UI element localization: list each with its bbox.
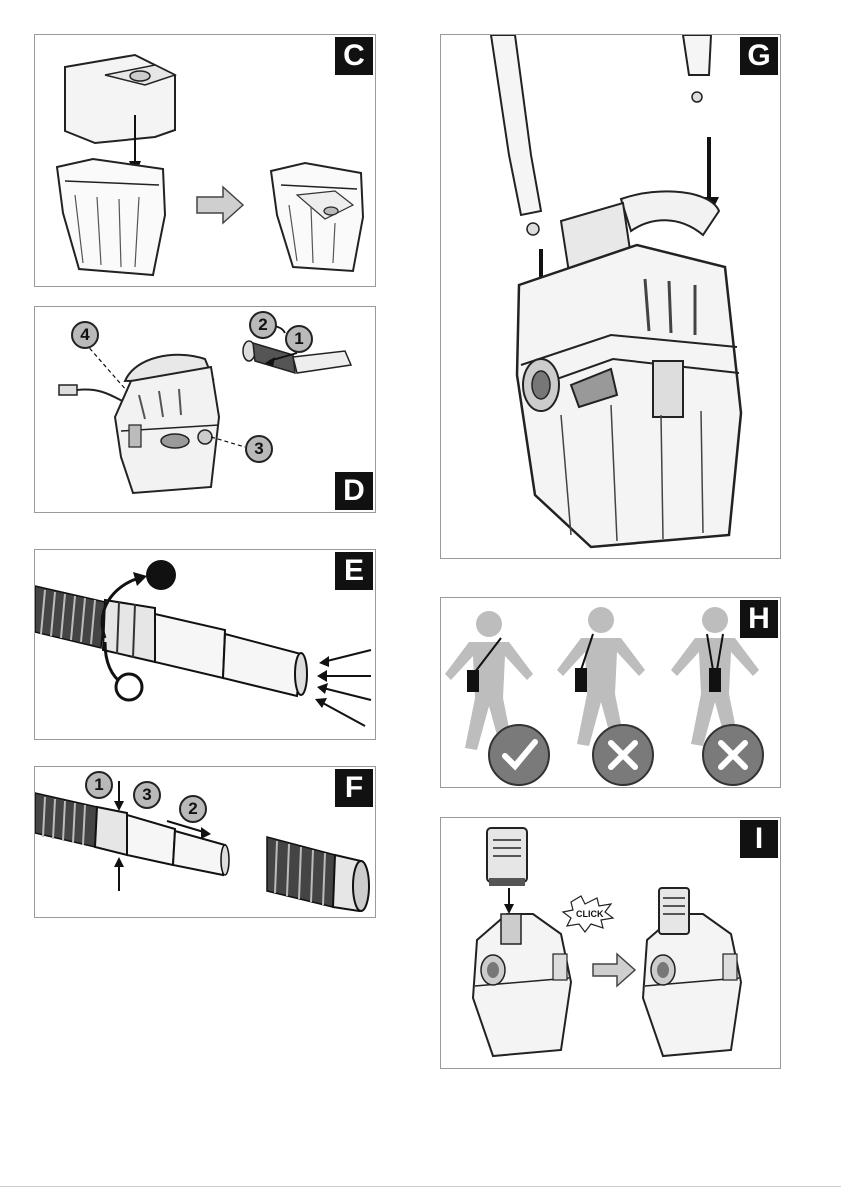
cross-icon [593,725,653,785]
panel-f: 1 3 2 F [34,766,376,918]
panel-h: H [440,597,781,788]
callout-3: 3 [133,781,161,809]
cross-icon [703,725,763,785]
check-icon [489,725,549,785]
battery-insert-illustration: CLICK [441,818,781,1069]
panel-f-label: F [335,769,373,807]
shoulder-strap-illustration [441,35,781,559]
panel-e-label: E [335,552,373,590]
panel-d: 4 2 1 3 D [34,306,376,513]
callout-2: 2 [249,311,277,339]
panel-c-label: C [335,37,373,75]
callout-3: 3 [245,435,273,463]
callout-1: 1 [285,325,313,353]
panel-d-label: D [335,472,373,510]
panel-c: C [34,34,376,287]
panel-h-label: H [740,600,778,638]
panel-g: G [440,34,781,559]
page-bottom-edge [0,1186,841,1187]
panel-i-label: I [740,820,778,858]
hose-suction-illustration [35,550,376,740]
callout-2: 2 [179,795,207,823]
strap-wearing-illustration [441,598,781,788]
callout-1: 1 [85,771,113,799]
panel-e: E [34,549,376,740]
panel-g-label: G [740,37,778,75]
callout-4: 4 [71,321,99,349]
click-label: CLICK [576,909,604,919]
panel-i: CLICK I [440,817,781,1069]
filter-insert-illustration [35,35,376,287]
